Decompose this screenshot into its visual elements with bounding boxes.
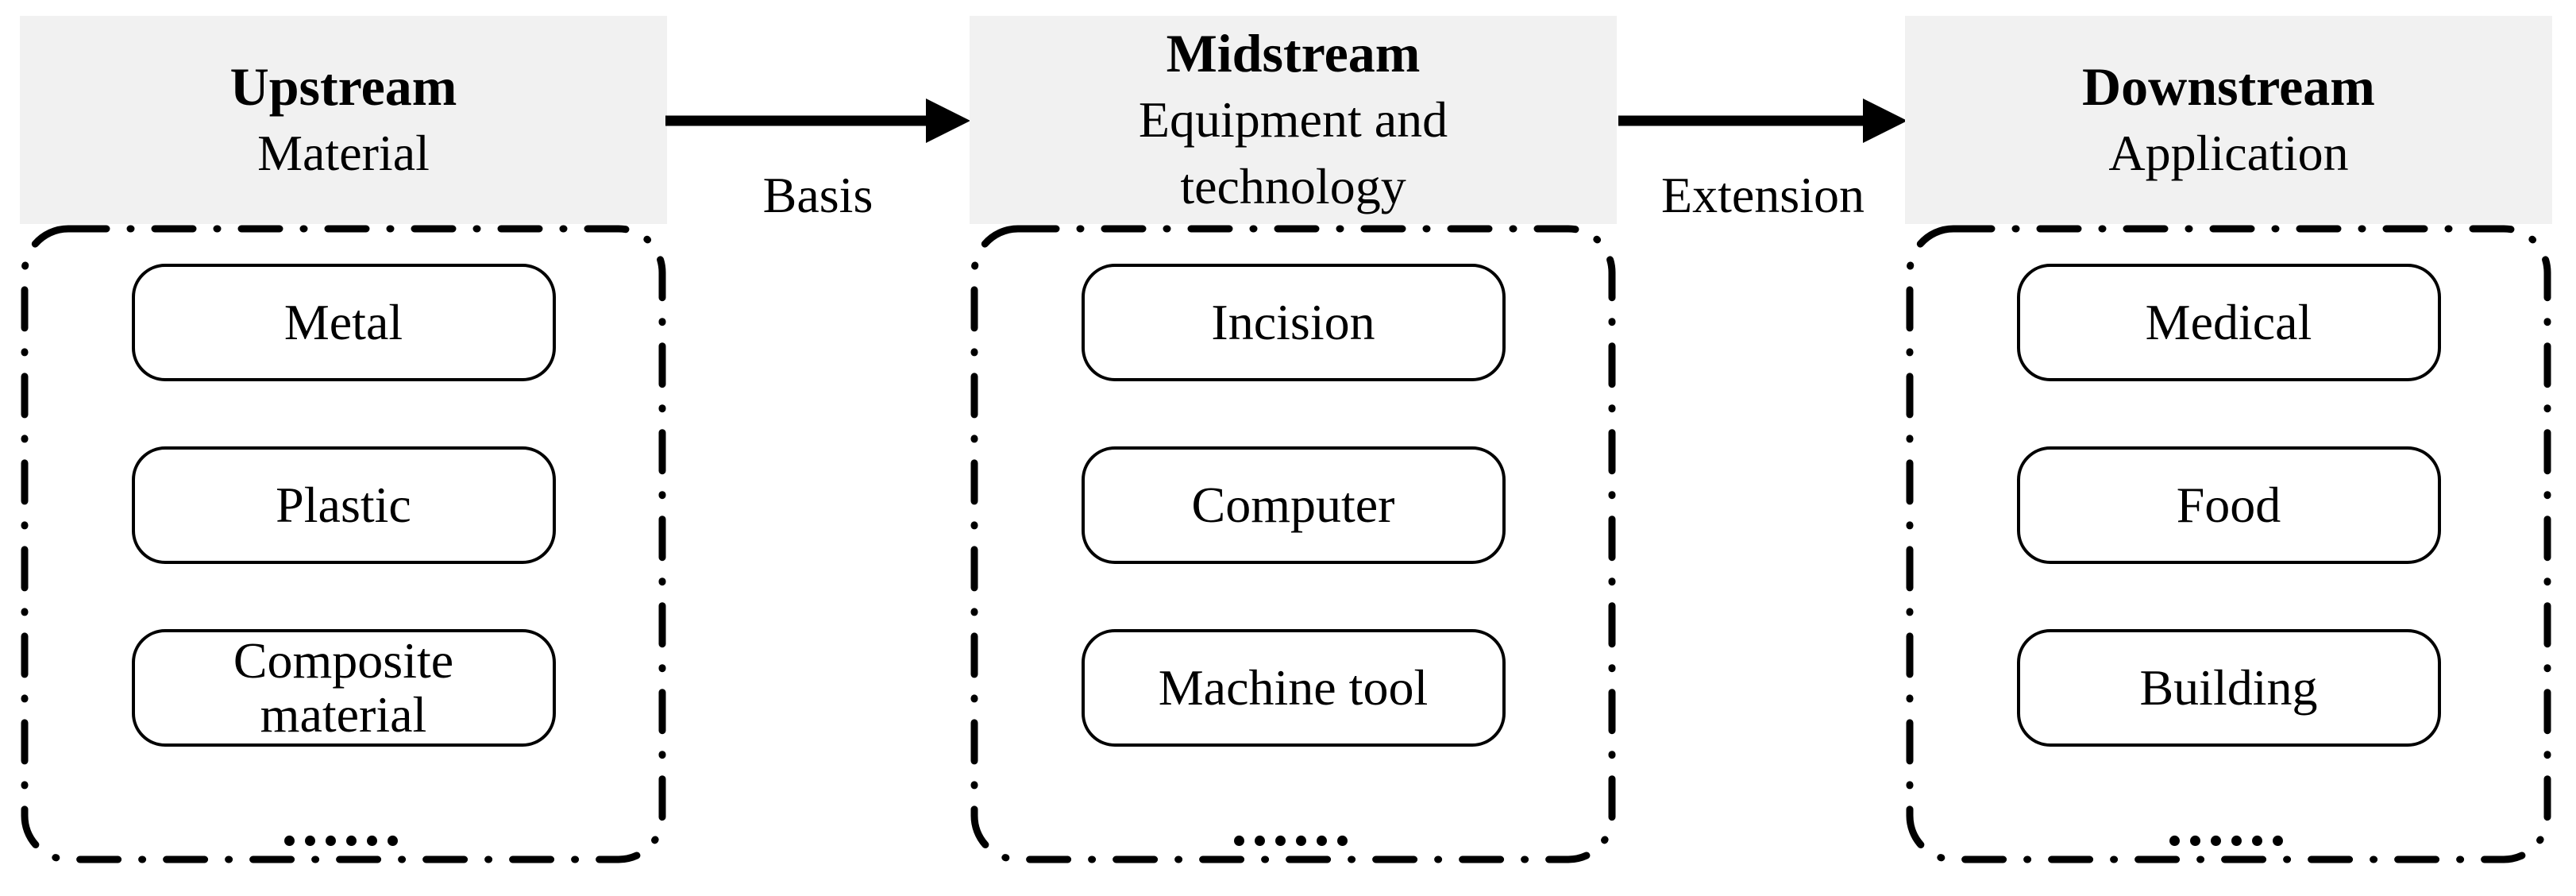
item-box-plastic: Plastic	[131, 446, 556, 564]
upstream-body: Metal Plastic Composite material ......	[20, 224, 667, 864]
midstream-items: Incision Computer Machine tool	[970, 224, 1617, 864]
item-box-building: Building	[2016, 629, 2441, 747]
column-downstream: Downstream Application Medical Food Buil…	[1905, 16, 2552, 864]
connector-label-extension: Extension	[1661, 167, 1865, 223]
item-box-medical: Medical	[2016, 264, 2441, 381]
arrow-right-icon	[1618, 98, 1907, 143]
connector-basis: Basis	[665, 76, 970, 226]
upstream-subtitle: Material	[257, 125, 430, 181]
downstream-body: Medical Food Building ......	[1905, 224, 2552, 864]
item-box-metal: Metal	[131, 264, 556, 381]
midstream-subtitle: Equipment and technology	[1138, 91, 1448, 214]
dash-dot-border	[970, 225, 1616, 863]
downstream-title: Downstream	[2082, 56, 2375, 117]
item-box-composite-material: Composite material	[131, 629, 556, 747]
column-upstream: Upstream Material Metal Plastic Composit…	[20, 16, 667, 864]
upstream-header: Upstream Material	[20, 16, 667, 224]
column-midstream: Midstream Equipment and technology Incis…	[970, 16, 1617, 864]
midstream-header: Midstream Equipment and technology	[970, 16, 1617, 224]
dash-dot-border	[21, 225, 666, 863]
midstream-title: Midstream	[1166, 23, 1421, 83]
upstream-title: Upstream	[229, 56, 457, 117]
midstream-body: Incision Computer Machine tool ......	[970, 224, 1617, 864]
midstream-ellipsis: ......	[1231, 790, 1355, 859]
connector-label-basis: Basis	[762, 167, 873, 223]
connector-extension: Extension	[1618, 76, 1907, 226]
downstream-ellipsis: ......	[2166, 790, 2291, 859]
arrow-right-icon	[665, 98, 970, 143]
item-box-incision: Incision	[1081, 264, 1506, 381]
upstream-ellipsis: ......	[281, 790, 406, 859]
item-box-computer: Computer	[1081, 446, 1506, 564]
dash-dot-border	[1906, 225, 2551, 863]
downstream-items: Medical Food Building	[1905, 224, 2552, 864]
item-box-machine-tool: Machine tool	[1081, 629, 1506, 747]
item-box-food: Food	[2016, 446, 2441, 564]
downstream-subtitle: Application	[2108, 125, 2349, 181]
upstream-items: Metal Plastic Composite material	[20, 224, 667, 864]
downstream-header: Downstream Application	[1905, 16, 2552, 224]
